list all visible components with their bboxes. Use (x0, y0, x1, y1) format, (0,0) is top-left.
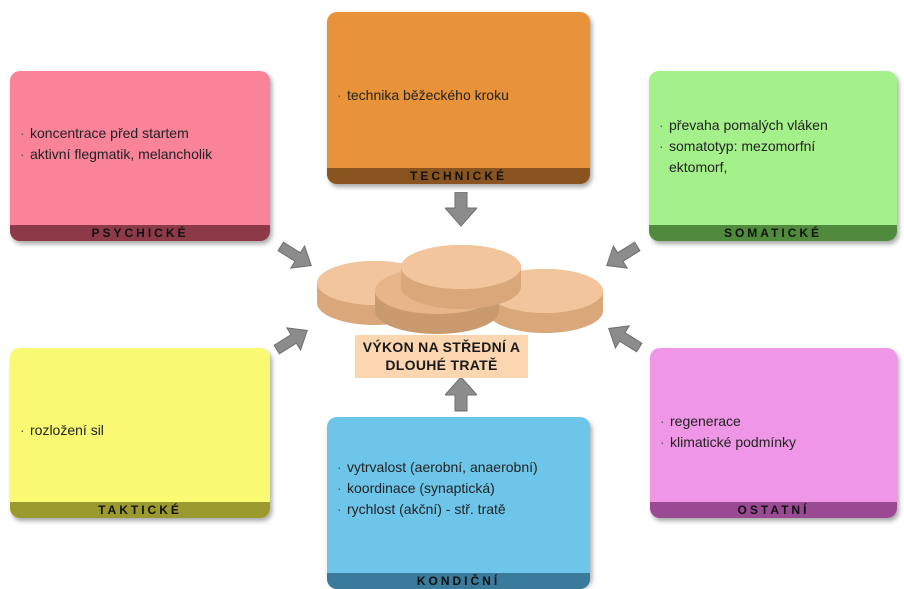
list-item: ·koordinace (synaptická) (337, 480, 495, 496)
list-item: ektomorf, (669, 159, 728, 175)
box-ostatni: ·regenerace ·klimatické podmínky OSTATNÍ (650, 348, 897, 518)
list-item: ·vytrvalost (aerobní, anaerobní) (337, 459, 538, 475)
list-item: ·převaha pomalých vláken (659, 117, 828, 133)
list-item: ·rychlost (akční) - stř. tratě (337, 501, 506, 517)
list-item: ·koncentrace před startem (20, 125, 189, 141)
arrow-down-left-icon (606, 241, 641, 269)
box-psychicke: ·koncentrace před startem ·aktivní flegm… (10, 71, 270, 241)
list-item: ·technika běžeckého kroku (337, 87, 509, 103)
center-title-line2: DLOUHÉ TRATĚ (385, 357, 498, 373)
arrow-down-icon (445, 192, 477, 227)
box-technicke: ·technika běžeckého kroku TECHNICKÉ (327, 12, 590, 184)
box-title-psychicke: PSYCHICKÉ (10, 225, 270, 241)
list-item: ·somatotyp: mezomorfní (659, 138, 816, 154)
list-item: ·klimatické podmínky (660, 434, 797, 450)
center-title-line1: VÝKON NA STŘEDNÍ A (362, 339, 521, 355)
center-title: VÝKON NA STŘEDNÍ A DLOUHÉ TRATĚ (355, 335, 528, 378)
arrow-up-left-icon (608, 325, 643, 353)
box-title-takticke: TAKTICKÉ (10, 502, 270, 518)
list-item: ·regenerace (660, 413, 741, 429)
box-title-ostatni: OSTATNÍ (650, 502, 897, 518)
list-item: ·rozložení sil (20, 422, 104, 438)
arrow-up-right-icon (273, 327, 308, 355)
box-kondicni: ·vytrvalost (aerobní, anaerobní) ·koordi… (327, 417, 590, 589)
box-somaticke: ·převaha pomalých vláken ·somatotyp: mez… (649, 71, 897, 241)
disc-stack-graphic (317, 245, 603, 334)
box-title-somaticke: SOMATICKÉ (649, 225, 897, 241)
arrow-up-icon (445, 377, 477, 412)
box-title-kondicni: KONDIČNÍ (327, 573, 590, 589)
box-takticke: ·rozložení sil TAKTICKÉ (10, 348, 270, 518)
arrow-down-right-icon (277, 241, 312, 269)
disc-top-middle (401, 245, 521, 309)
box-title-technicke: TECHNICKÉ (327, 168, 590, 184)
list-item: ·aktivní flegmatik, melancholik (20, 146, 213, 162)
